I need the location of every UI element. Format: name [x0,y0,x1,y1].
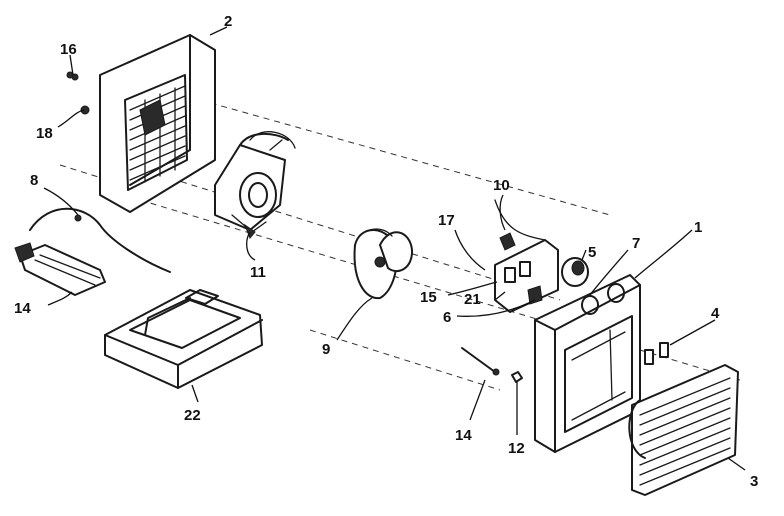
callout-16: 16 [60,41,77,58]
callout-21: 21 [464,291,481,308]
callout-6: 6 [443,309,451,326]
callout-7: 7 [632,235,640,252]
callout-5: 5 [588,244,596,261]
fan-blade [353,228,414,300]
callout-14: 14 [455,427,472,444]
control-bracket [494,199,559,313]
callout-9: 9 [322,341,330,358]
power-cord [14,207,171,296]
switch-knobs [644,342,669,365]
callout-leader-lines [43,26,746,471]
callout-15: 15 [420,289,437,306]
callout-22: 22 [184,407,201,424]
callout-8: 8 [30,172,38,189]
front-housing [534,274,641,453]
callout-1: 1 [694,219,702,236]
callout-labels: 2 16 18 8 14 11 9 22 10 17 15 21 6 5 7 1… [14,13,758,490]
thermostat-knob [561,257,589,287]
front-grille [628,364,739,496]
callout-4: 4 [711,305,720,322]
callout-12: 12 [508,440,525,457]
callout-3: 3 [750,473,758,490]
callout-17: 17 [438,212,455,229]
callout-13: 14 [14,300,31,317]
callout-10: 10 [493,177,510,194]
callout-2: 2 [224,13,232,30]
rear-housing [71,34,216,213]
base [104,289,263,389]
small-hardware [66,71,523,383]
callout-11: 11 [250,264,266,281]
heater-assembly [214,131,296,239]
callout-18: 18 [36,125,53,142]
